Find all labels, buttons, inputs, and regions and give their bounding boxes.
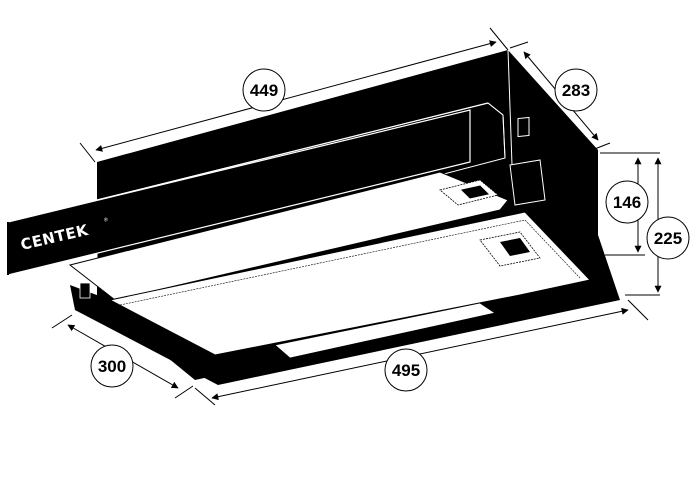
svg-text:225: 225 [654, 229, 682, 248]
svg-text:283: 283 [562, 81, 590, 100]
dimension-label-300: 300 [90, 344, 134, 388]
svg-text:146: 146 [613, 193, 641, 212]
left-side-socket-icon [79, 282, 91, 299]
dimension-label-449: 449 [242, 68, 286, 112]
switch-housing [509, 159, 546, 206]
dimension-label-146: 146 [605, 180, 649, 224]
svg-text:495: 495 [392, 361, 420, 380]
dimension-label-283: 283 [554, 68, 598, 112]
power-switch-icon [517, 116, 530, 138]
registered-mark: ® [103, 216, 109, 224]
dimension-label-495: 495 [384, 348, 428, 392]
upper-filter-panel [68, 171, 509, 301]
dimension-label-225: 225 [646, 216, 690, 260]
hood-body [7, 49, 620, 385]
svg-text:300: 300 [98, 357, 126, 376]
svg-text:449: 449 [250, 81, 278, 100]
